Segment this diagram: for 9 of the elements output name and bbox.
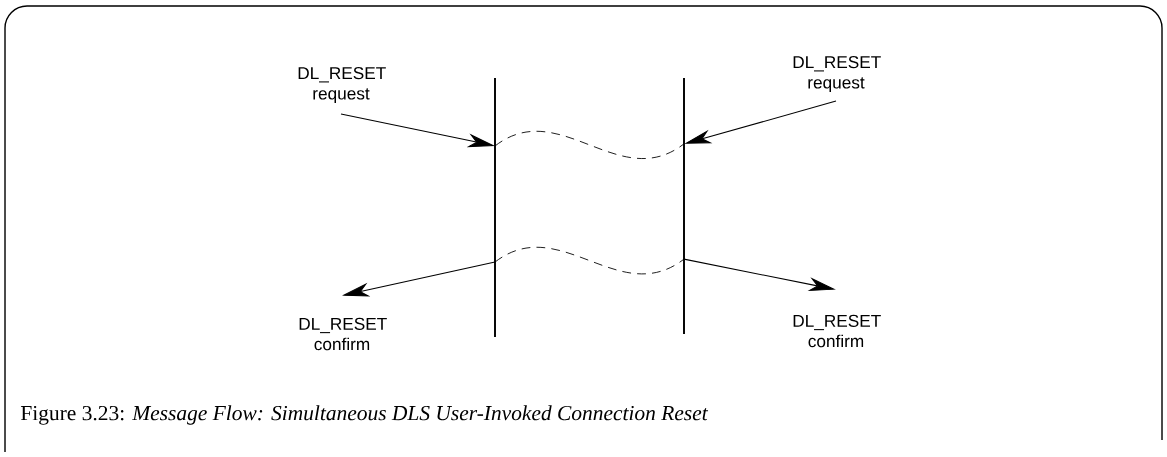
figure-caption: Figure 3.23: Message Flow: Simultaneous DLS User-Invoked Connection Reset: [20, 405, 709, 425]
dashed-curve: [494, 247, 685, 275]
station-line: [494, 78, 496, 337]
message-label: DL_RESET confirm: [793, 314, 881, 348]
station-line: [683, 78, 685, 334]
message-label: DL_RESET request: [793, 56, 881, 92]
dashed-curve: [494, 131, 685, 159]
message-label: DL_RESET request: [298, 67, 386, 103]
message-label: DL_RESET confirm: [299, 317, 387, 351]
